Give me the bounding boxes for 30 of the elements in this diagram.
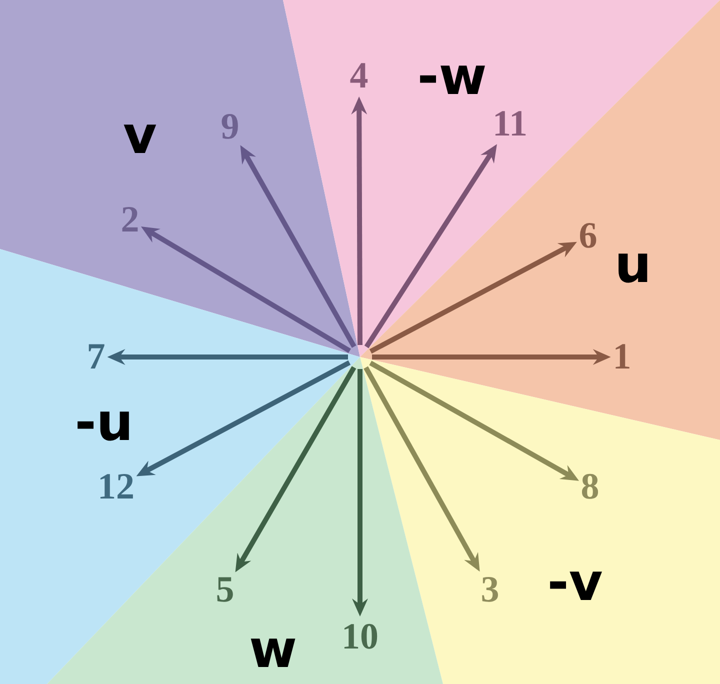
arrow (364, 144, 497, 348)
vector-number: 6 (578, 218, 598, 254)
arrow (352, 369, 368, 616)
phase-label: -u (74, 397, 134, 449)
vector-number: 5 (216, 572, 234, 608)
vector-number: 9 (220, 108, 240, 146)
arrow (369, 242, 577, 354)
vector-number: 8 (580, 468, 600, 506)
arrow (140, 226, 351, 354)
vector-number: 10 (342, 618, 378, 656)
phase-label: v (123, 110, 157, 162)
vector-number: 12 (98, 468, 134, 506)
arrow (369, 360, 580, 481)
vector-number: 3 (480, 572, 500, 608)
arrow (136, 360, 351, 476)
phase-label: w (248, 624, 298, 676)
phase-label: u (614, 239, 652, 291)
vector-number: 4 (350, 58, 368, 94)
vector-number: 7 (86, 338, 106, 376)
phase-label: -w (417, 51, 487, 103)
vector-number: 11 (492, 106, 528, 142)
arrow (351, 96, 368, 345)
arrow (107, 349, 348, 365)
phase-label: -v (547, 557, 603, 609)
vector-number: 1 (612, 338, 632, 376)
arrow (240, 145, 356, 348)
arrow (372, 349, 611, 365)
vector-number: 2 (120, 202, 140, 238)
arrow (364, 366, 480, 572)
arrow (235, 366, 356, 572)
